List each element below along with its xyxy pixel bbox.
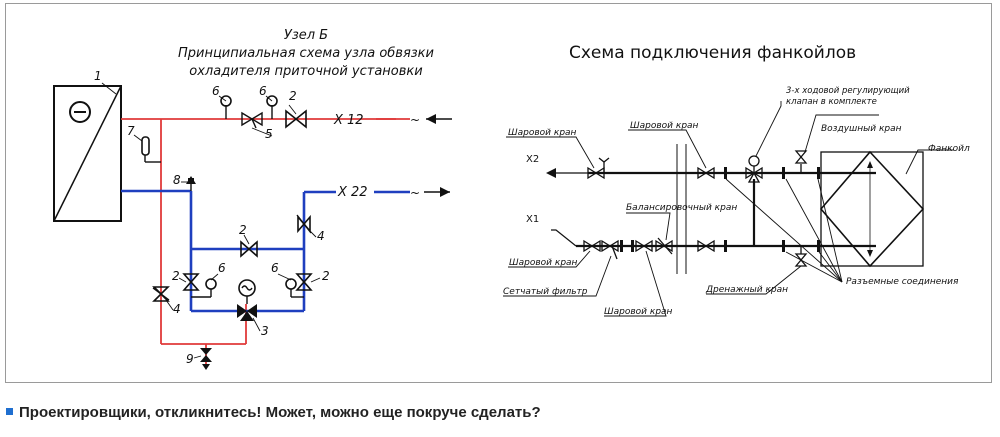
label-ball-valve-top-mid: Шаровой кран	[630, 121, 699, 131]
diagram-frame: Узел Б Принципиальная схема узла обвязки…	[5, 3, 992, 383]
num-2c: 2	[172, 269, 180, 283]
supply-break: ~	[410, 113, 420, 127]
unions-top	[724, 167, 820, 179]
num-8: 8	[173, 173, 181, 187]
three-way-valve-icon	[237, 304, 257, 321]
pump-icon	[238, 279, 256, 304]
pipe-break-lines	[676, 144, 687, 274]
num-2e: 2	[6, 4, 7, 5]
left-title-1: Узел Б	[284, 28, 328, 43]
gauge-1-icon	[220, 95, 232, 119]
cooler-unit	[53, 85, 122, 222]
bypass-valve-icon	[240, 240, 258, 258]
label-drain-valve: Дренажный кран	[705, 285, 788, 295]
supply-label: X 12	[333, 113, 364, 128]
fancoil-icon	[819, 150, 925, 268]
left-title-2: Принципиальная схема узла обвязки	[178, 46, 434, 61]
num-6a: 6	[212, 84, 220, 98]
gauge-4-icon	[285, 278, 304, 298]
num-2d: 2	[322, 269, 330, 283]
label-three-way-2: клапан в комплекте	[786, 97, 877, 107]
label-ball-valve-bottom-left: Шаровой кран	[509, 258, 578, 268]
x1-label: X1	[526, 214, 539, 225]
num-1: 1	[94, 69, 102, 83]
cooler-connection-diagram: Узел Б Принципиальная схема узла обвязки…	[6, 4, 452, 370]
label-ball-valve-top-left: Шаровой кран	[508, 128, 577, 138]
right-title: Схема подключения фанкойлов	[569, 43, 856, 63]
num-6b: 6	[259, 84, 267, 98]
supply-arrow-icon	[426, 114, 452, 124]
thermometer-icon	[141, 136, 161, 163]
unions-bottom	[620, 240, 820, 252]
num-9: 9	[186, 352, 194, 366]
vent-top-icon	[598, 157, 610, 173]
mesh-filter-icon	[601, 239, 619, 260]
num-6c: 6	[218, 261, 226, 275]
num-5: 5	[265, 127, 273, 141]
caption: Проектировщики, откликнитесь! Может, мож…	[6, 404, 541, 421]
supply-pipe-red	[121, 118, 396, 364]
label-ball-valve-bottom-mid: Шаровой кран	[604, 307, 673, 317]
ball-valve-right-leg-icon	[295, 273, 313, 291]
label-three-way-1: 3-х ходовой регулирующий	[786, 86, 910, 96]
leader-lines-right	[503, 101, 954, 317]
label-balancing-valve: Балансировочный кран	[626, 203, 737, 213]
gauge-3-icon	[191, 278, 217, 298]
drain-valve-icon	[200, 348, 212, 370]
num-2b: 2	[239, 223, 247, 237]
num-2a: 2	[289, 89, 297, 103]
ball-valve-left-leg-icon	[182, 273, 200, 291]
gauge-2-icon	[266, 95, 278, 119]
num-4a: 4	[173, 302, 181, 316]
label-mesh-filter: Сетчатый фильтр	[503, 287, 588, 297]
air-vent-icon	[186, 176, 196, 191]
fancoil-thin-pipes	[551, 172, 588, 247]
return-pipe-blue	[121, 189, 336, 313]
fancoil-connection-diagram: Схема подключения фанкойлов X2 X1	[503, 43, 970, 317]
three-way-valve-fancoil-icon	[745, 155, 763, 183]
air-valve-icon	[794, 150, 808, 173]
ball-valve-top-2-icon	[697, 166, 715, 180]
caption-text: Проектировщики, откликнитесь! Может, мож…	[19, 404, 541, 421]
num-6d: 6	[271, 261, 279, 275]
bullet-icon	[6, 408, 13, 415]
return-arrow-icon	[424, 187, 450, 197]
x2-arrow-icon	[546, 168, 556, 178]
left-title-3: охладителя приточной установки	[189, 64, 422, 79]
ball-valve-bottom-1-icon	[583, 239, 601, 253]
balancing-valve-icon	[655, 237, 673, 255]
num-4b: 4	[317, 229, 325, 243]
balancing-valve-left-icon	[152, 286, 170, 302]
num-3: 3	[261, 324, 269, 338]
ball-valve-bottom-2-icon	[635, 239, 653, 253]
strainer-icon	[241, 111, 263, 129]
leader-lines-left	[101, 82, 321, 359]
label-air-valve: Воздушный кран	[821, 124, 902, 134]
ball-valve-bottom-3-icon	[697, 239, 715, 253]
return-label: X 22	[337, 185, 368, 200]
num-7: 7	[127, 124, 135, 138]
balancing-valve-right-icon	[296, 214, 312, 234]
label-detachable: Разъемные соединения	[846, 277, 959, 287]
return-break: ~	[410, 186, 420, 200]
label-fancoil: Фанкойл	[928, 144, 970, 154]
x2-label: X2	[526, 154, 539, 165]
ball-valve-supply-icon	[285, 109, 307, 129]
